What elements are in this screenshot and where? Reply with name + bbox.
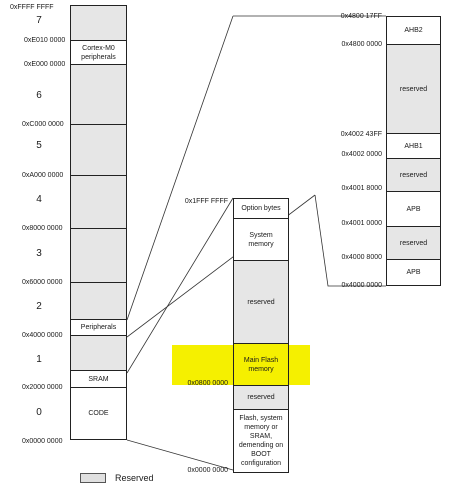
sram-block: SRAM [71,371,126,388]
address-label: 0xE000 0000 [24,61,66,68]
system-memory-label: System memory [248,231,274,248]
ahb1-block: AHB1 [387,134,440,159]
region-7-block [71,6,126,41]
reserved-block: reserved [387,159,440,192]
address-label: 0x4000 8000 [341,254,382,261]
code-bottom-connector [126,439,234,471]
option-bytes-label: Option bytes [241,205,281,212]
address-label: 0x4000 0000 [22,332,63,339]
region-6-block [71,65,126,125]
reserved-label: reserved [399,239,428,247]
sram-label: SRAM [88,375,109,383]
reserved-block: reserved [387,227,440,260]
region-1-reserved-block [71,336,126,371]
peripherals-bottom-connector [314,194,386,287]
region-2-reserved-block [71,283,126,320]
address-label: 0x0800 0000 [187,380,228,387]
region-number: 1 [36,354,42,365]
boot-alias-label: Flash, system memory or SRAM, demending … [238,415,284,467]
code-block: CODE [71,388,126,439]
address-label: 0x8000 0000 [22,225,63,232]
region-number: 2 [36,301,42,312]
ahb2-block: AHB2 [387,17,440,45]
reserved-block: reserved [234,261,288,344]
apb-label: APB [406,269,421,276]
reserved-label: reserved [247,298,275,306]
reserved-label: reserved [399,171,428,179]
peripherals-label: Peripherals [80,324,117,331]
address-label: 0x4001 0000 [341,220,382,227]
apb-block: APB [387,260,440,285]
ahb1-label: AHB1 [404,142,423,150]
address-label: 0xFFFF FFFF [10,4,54,11]
region-number: 7 [36,15,42,26]
region-number: 6 [36,90,42,101]
peripherals-block: Peripherals [71,320,126,336]
reserved-legend-swatch [80,473,106,483]
boot-alias-block: Flash, system memory or SRAM, demending … [234,410,288,472]
peripherals-top-connector [126,15,234,321]
ahb2-label: AHB2 [404,27,423,34]
address-label: 0x4800 17FF [340,13,382,20]
option-bytes-block: Option bytes [234,199,288,219]
address-label: 0x6000 0000 [22,279,63,286]
code-region-map: Option bytes System memory reserved Main… [233,198,289,473]
address-label: 0x2000 0000 [22,384,63,391]
apb-block: APB [387,192,440,227]
region-4-block [71,176,126,229]
reserved-label: reserved [399,85,428,93]
system-memory-block: System memory [234,219,288,261]
peripherals-memory-map: AHB2 reserved AHB1 reserved APB reserved… [386,16,441,286]
reserved-legend-label: Reserved [115,473,154,483]
region-number: 0 [36,407,42,418]
address-label: 0x0000 0000 [22,438,63,445]
address-label: 0xA000 0000 [22,172,64,179]
apb-label: APB [406,205,421,213]
cortex-memory-map: Cortex-M0 peripherals Peripherals SRAM C… [70,5,127,440]
address-label: 0xC000 0000 [22,121,64,128]
address-label: 0x0000 0000 [187,467,228,474]
region-number: 4 [36,194,42,205]
address-label: 0x4800 0000 [341,41,382,48]
code-label: CODE [88,410,109,417]
main-flash-memory-label: Main Flash memory [243,356,279,373]
address-label: 0x1FFF FFFF [184,198,228,205]
main-flash-memory-block: Main Flash memory [234,344,288,386]
address-label: 0x4002 43FF [340,131,382,138]
region-5-block [71,125,126,176]
reserved-block: reserved [387,45,440,134]
address-label: 0x4002 0000 [341,151,382,158]
cortex-m0-peripherals-label: Cortex-M0 peripherals [81,44,116,61]
address-label: 0xE010 0000 [24,37,66,44]
cortex-m0-peripherals-block: Cortex-M0 peripherals [71,41,126,65]
code-top-connector [126,197,234,374]
reserved-block: reserved [234,386,288,410]
address-label: 0x4001 8000 [341,185,382,192]
region-number: 5 [36,140,42,151]
reserved-label: reserved [247,394,275,401]
address-label: 0x4000 0000 [341,282,382,289]
region-3-block [71,229,126,283]
region-number: 3 [36,248,42,259]
